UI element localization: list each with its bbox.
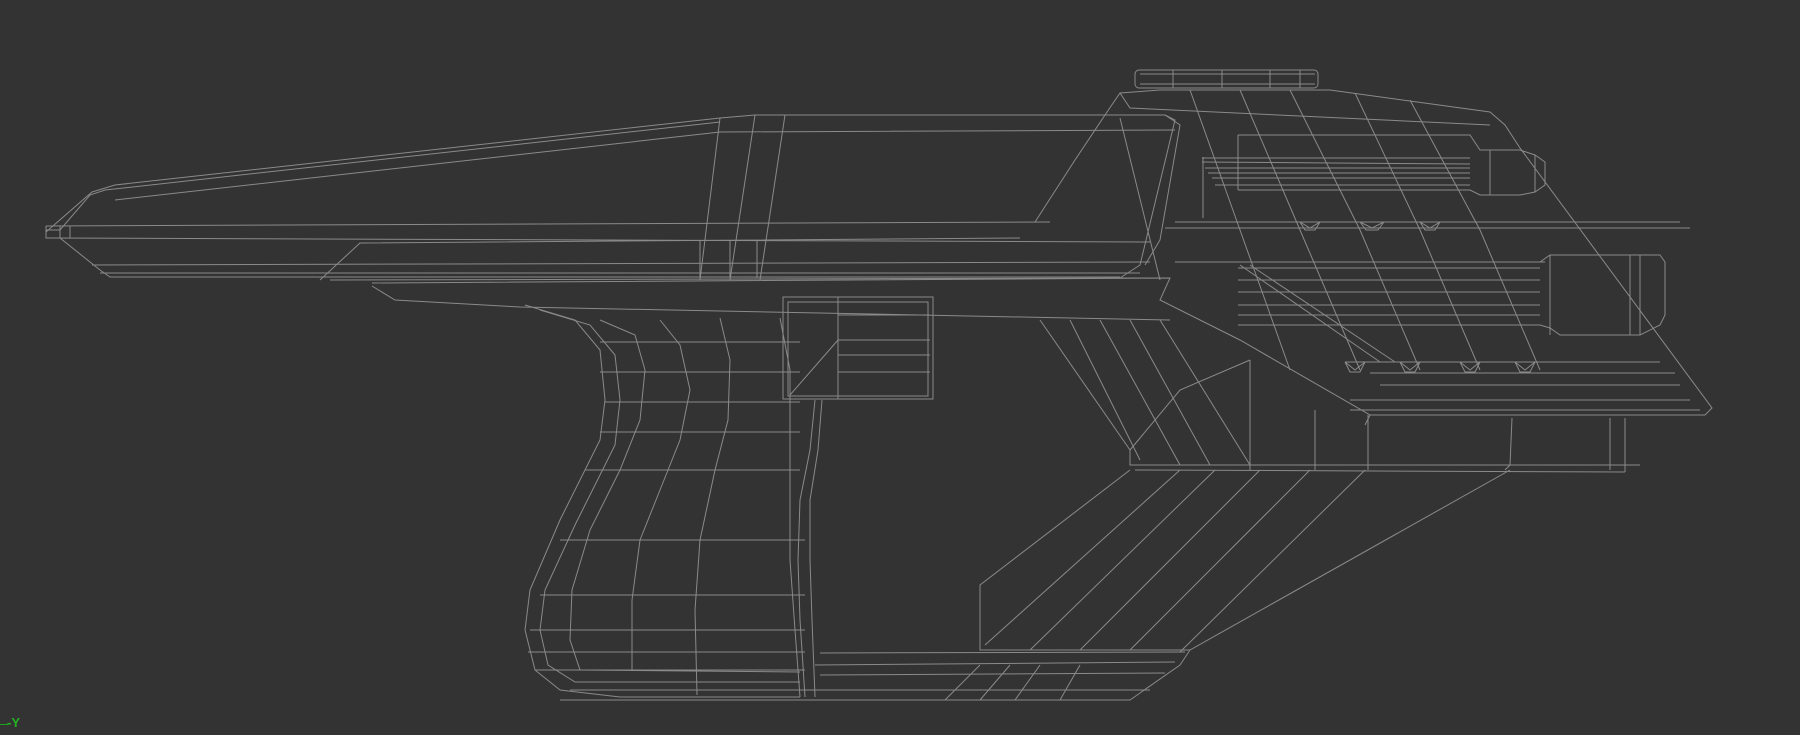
grip-wireframe — [524, 304, 823, 698]
lower-rail-wireframe — [1238, 254, 1666, 363]
axis-indicator: -Y — [0, 713, 40, 733]
top-sight-wireframe — [1134, 69, 1319, 89]
axis-label: -Y — [7, 715, 20, 730]
rear-body-wireframe — [1104, 89, 1713, 416]
barrel-wireframe — [45, 114, 1181, 281]
trigger-wireframe — [782, 296, 934, 400]
axis-line-icon — [0, 724, 8, 725]
frame-wireframe — [371, 277, 1640, 473]
rivets-wireframe — [1299, 221, 1660, 373]
side-rail-wireframe — [1201, 134, 1546, 218]
trigger-guard-wireframe — [560, 469, 1511, 701]
